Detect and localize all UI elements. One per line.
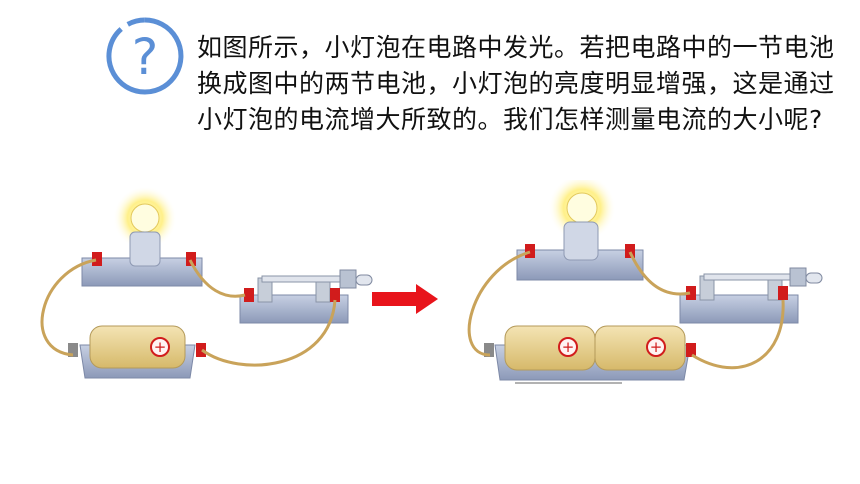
left-circuit: + — [40, 186, 373, 379]
left-battery — [89, 325, 186, 369]
right-battery-1 — [504, 325, 596, 371]
prompt-text: 如图所示，小灯泡在电路中发光。若把电路中的一节电池换成图中的两节电池，小灯泡的亮… — [197, 33, 835, 134]
right-battery-2-plus: + — [650, 338, 663, 356]
right-battery-2 — [594, 325, 686, 371]
question-circle-icon: ? — [105, 16, 185, 96]
arrow-right-icon — [372, 284, 438, 314]
left-battery-plus: + — [154, 338, 167, 356]
svg-text:?: ? — [132, 28, 159, 86]
right-battery-1-plus: + — [562, 338, 575, 356]
bulb — [130, 203, 160, 233]
circuit-illustration: + — [0, 180, 860, 410]
right-circuit: + + — [467, 180, 823, 384]
